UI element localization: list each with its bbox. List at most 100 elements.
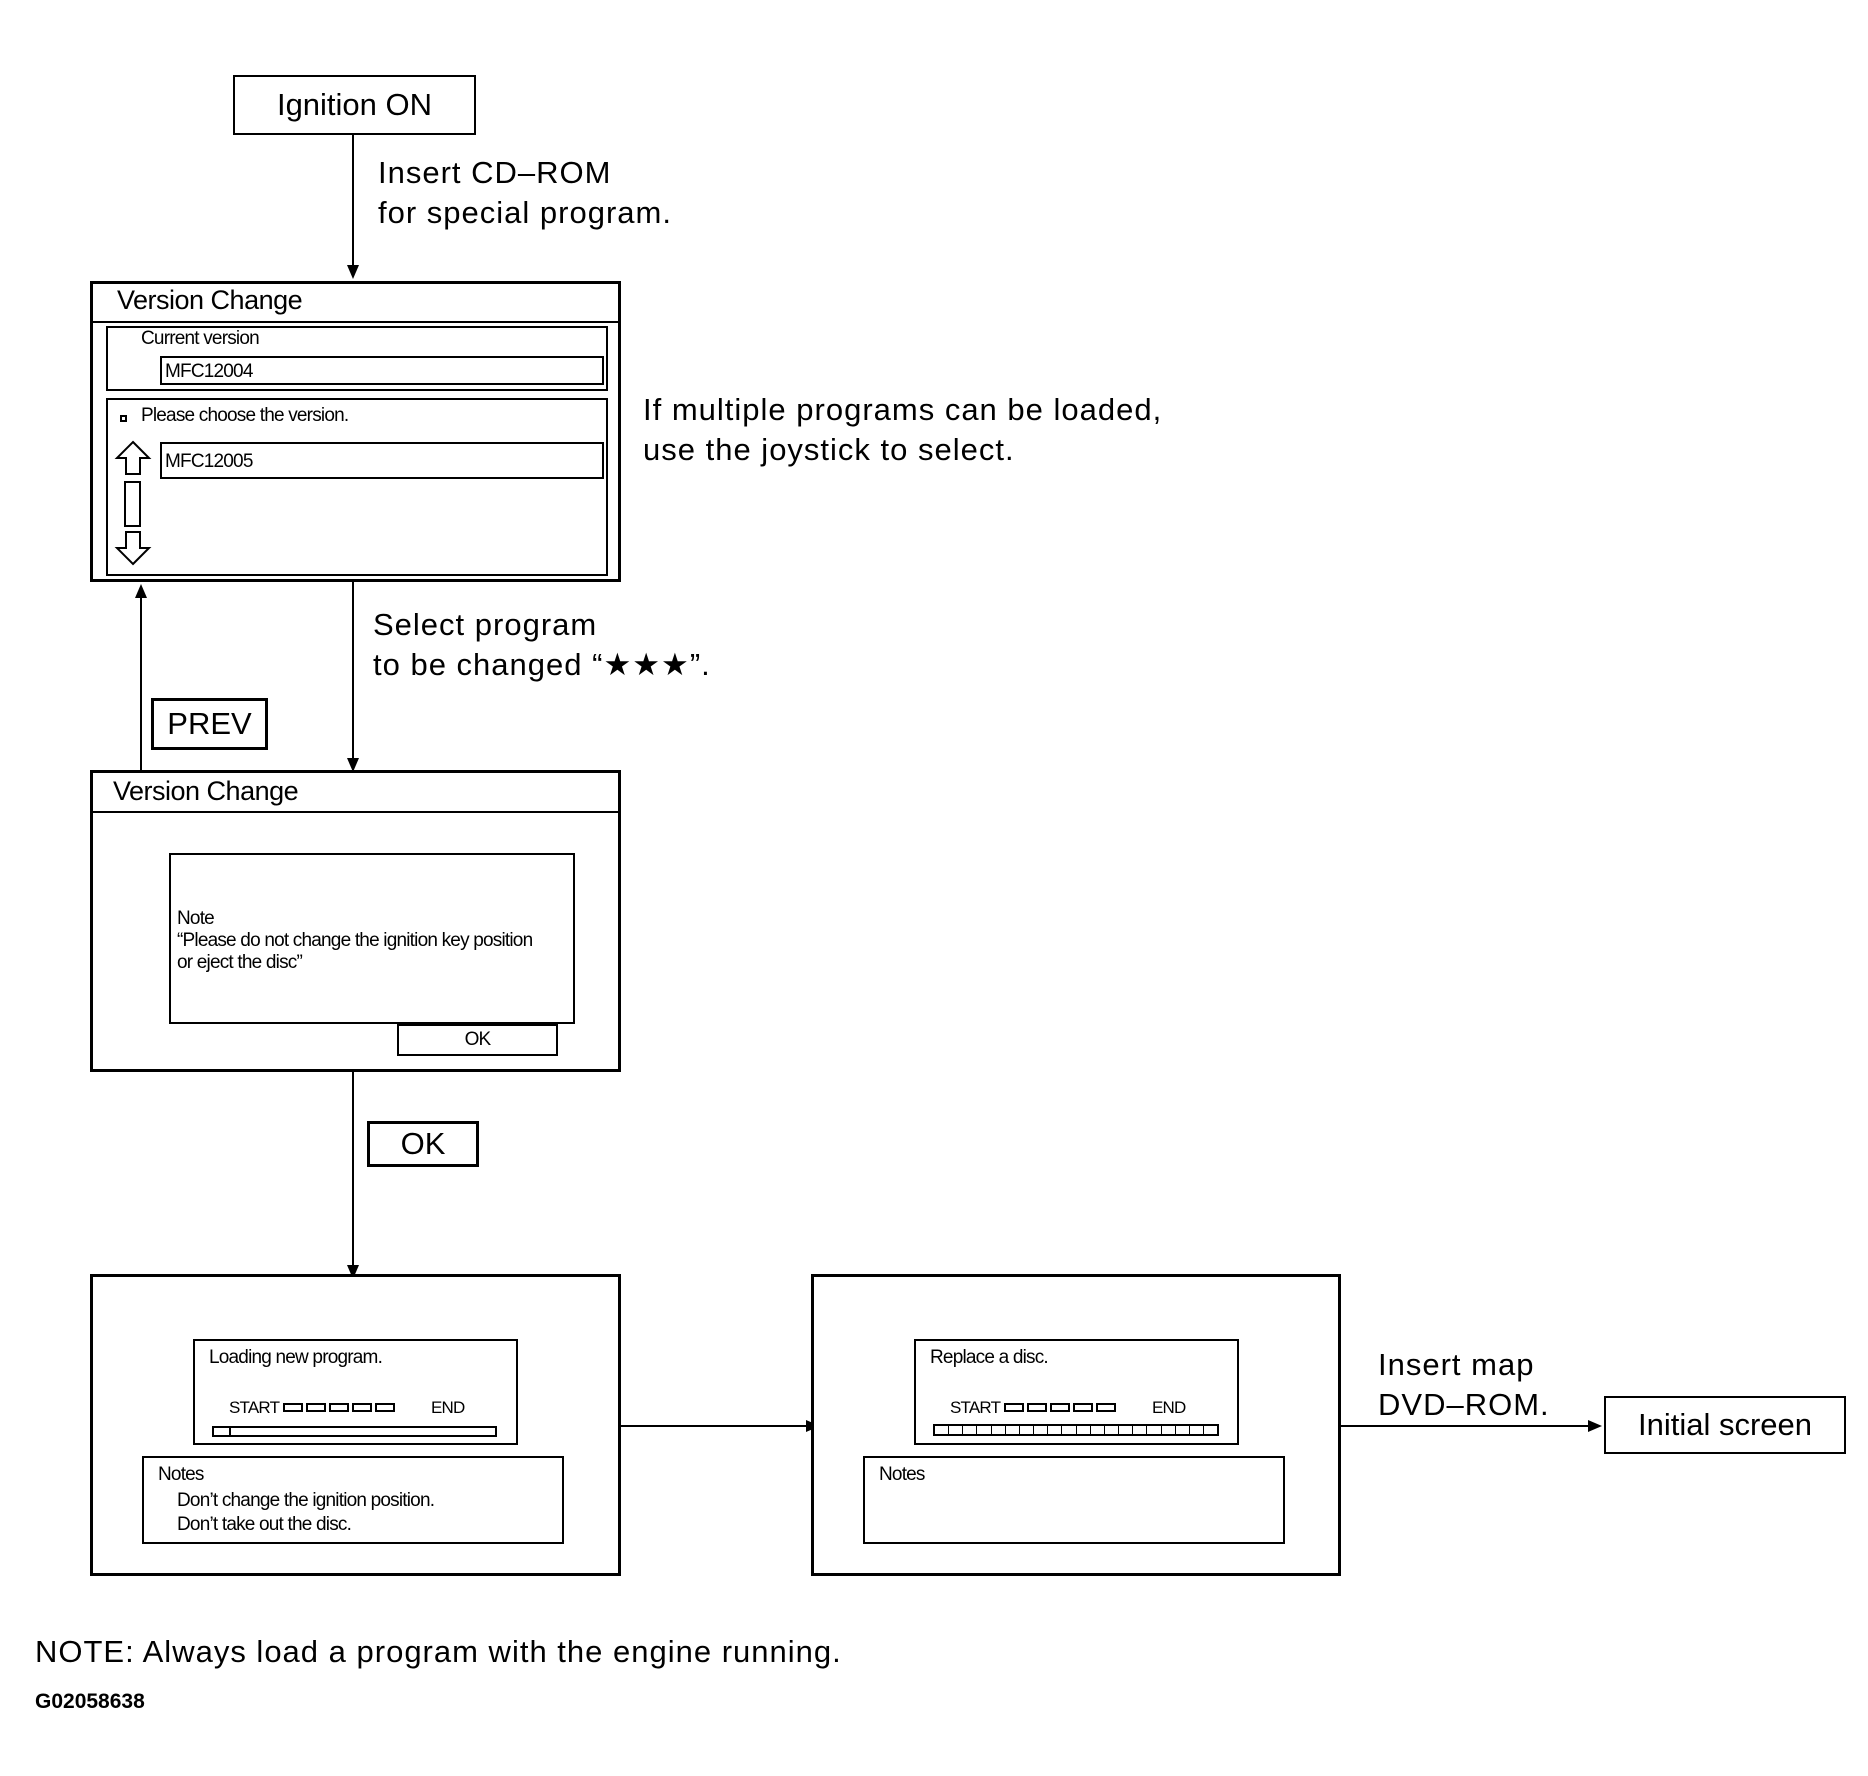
note-dialog-title: Note	[177, 908, 215, 929]
replace-notes-panel: Notes	[863, 1456, 1285, 1544]
progress-cell	[1004, 1403, 1024, 1412]
loading-start-label: START	[229, 1398, 280, 1417]
replace-progress-cells	[1004, 1403, 1116, 1412]
initial-screen-label: Initial screen	[1637, 1407, 1813, 1442]
prev-button-label: PREV	[167, 706, 252, 741]
progress-cell	[1096, 1403, 1116, 1412]
side-note-line2: use the joystick to select.	[643, 432, 1015, 467]
loading-note-1: Don’t change the ignition position.	[177, 1490, 435, 1511]
progress-segment	[949, 1426, 964, 1434]
loading-progress-bar	[212, 1426, 497, 1437]
flow-line-5	[1341, 1425, 1590, 1427]
flow-arrow-2	[347, 758, 359, 772]
screen-replace-disc: Replace a disc. START END	[811, 1274, 1341, 1576]
progress-segment	[1077, 1426, 1091, 1434]
progress-segment	[1147, 1426, 1162, 1434]
progress-segment	[1062, 1426, 1077, 1434]
note-ok-label: OK	[464, 1029, 492, 1050]
footer-note: NOTE: Always load a program with the eng…	[35, 1634, 842, 1669]
note-dialog: Note “Please do not change the ignition …	[169, 853, 575, 1024]
progress-segment	[1020, 1426, 1035, 1434]
note-dialog-text: Note “Please do not change the ignition …	[177, 908, 533, 974]
progress-segment	[1133, 1426, 1148, 1434]
step2-note-line2: to be changed “★★★”.	[373, 647, 711, 682]
version-option-field[interactable]: MFC12005	[160, 442, 604, 479]
loading-progress-cells	[283, 1403, 395, 1412]
screen1-title: Version Change	[117, 285, 303, 315]
loading-end-label: END	[431, 1398, 465, 1417]
progress-segment	[1176, 1426, 1190, 1434]
note-dialog-line2: or eject the disc”	[177, 952, 303, 973]
step3-note-line1: Insert map	[1378, 1347, 1535, 1382]
progress-cell	[1050, 1403, 1070, 1412]
prev-button[interactable]: PREV	[151, 698, 268, 750]
scrollbar-track[interactable]	[124, 481, 141, 527]
step3-note-line2: DVD–ROM.	[1378, 1387, 1550, 1422]
progress-cell	[329, 1403, 349, 1412]
loading-notes-panel: Notes Don’t change the ignition position…	[142, 1456, 564, 1544]
flow-line-3	[352, 1072, 354, 1265]
scroll-up-icon[interactable]	[114, 440, 152, 481]
replace-notes-title: Notes	[879, 1464, 925, 1485]
screen-loading: Loading new program. START END Notes Don…	[90, 1274, 621, 1576]
loading-progress-fill	[229, 1428, 231, 1435]
flow-line-1	[352, 135, 354, 265]
current-version-value: MFC12004	[165, 361, 253, 382]
progress-cell	[1073, 1403, 1093, 1412]
progress-segment	[1105, 1426, 1120, 1434]
progress-segment	[977, 1426, 992, 1434]
progress-segment	[963, 1426, 978, 1434]
progress-segment	[1190, 1426, 1204, 1434]
flow-line-2	[352, 582, 354, 758]
replace-panel: Replace a disc. START END	[914, 1339, 1239, 1445]
progress-segment	[935, 1426, 950, 1434]
current-version-label: Current version	[141, 328, 260, 349]
step2-note: Select program to be changed “★★★”.	[373, 605, 711, 685]
progress-cell	[283, 1403, 303, 1412]
progress-segment	[1204, 1426, 1217, 1434]
step1-note-line1: Insert CD–ROM	[378, 155, 612, 190]
side-note: If multiple programs can be loaded, use …	[643, 390, 1162, 470]
loading-status: Loading new program.	[209, 1347, 383, 1368]
choose-version-panel: Please choose the version. MFC12005	[106, 398, 608, 576]
note-ok-button[interactable]: OK	[397, 1024, 558, 1056]
step1-note-line2: for special program.	[378, 195, 672, 230]
step3-note: Insert map DVD–ROM.	[1378, 1345, 1550, 1425]
figure-code: G02058638	[35, 1690, 145, 1713]
flow-line-4	[621, 1425, 808, 1427]
progress-segment	[1034, 1426, 1049, 1434]
progress-segment	[1119, 1426, 1134, 1434]
ok-button[interactable]: OK	[367, 1121, 479, 1167]
progress-cell	[1027, 1403, 1047, 1412]
screen-version-select: Version Change Current version MFC12004 …	[90, 281, 621, 582]
loading-panel: Loading new program. START END	[193, 1339, 518, 1445]
progress-cell	[375, 1403, 395, 1412]
loading-notes-title: Notes	[158, 1464, 204, 1485]
progress-cell	[306, 1403, 326, 1412]
replace-progress-bar	[933, 1424, 1219, 1436]
replace-end-label: END	[1152, 1398, 1186, 1417]
note-dialog-line1: “Please do not change the ignition key p…	[177, 930, 533, 951]
progress-segment	[1006, 1426, 1020, 1434]
replace-start-label: START	[950, 1398, 1001, 1417]
current-version-field: MFC12004	[160, 356, 604, 385]
side-note-line1: If multiple programs can be loaded,	[643, 392, 1163, 427]
flow-arrow-1	[347, 265, 359, 279]
progress-segment	[1048, 1426, 1063, 1434]
ignition-on-label: Ignition ON	[276, 87, 433, 122]
screen1-title-divider	[93, 321, 619, 323]
step1-note: Insert CD–ROM for special program.	[378, 153, 672, 233]
prev-return-line	[140, 597, 142, 770]
flow-arrow-5	[1588, 1420, 1602, 1432]
screen2-title: Version Change	[113, 776, 299, 806]
bullet-icon	[120, 415, 127, 422]
ok-button-label: OK	[400, 1126, 446, 1161]
prev-return-arrow	[135, 584, 147, 598]
progress-segment	[1091, 1426, 1105, 1434]
choose-version-label: Please choose the version.	[141, 405, 349, 426]
scroll-down-icon[interactable]	[114, 530, 152, 571]
step2-note-line1: Select program	[373, 607, 598, 642]
ignition-on-box: Ignition ON	[233, 75, 476, 135]
progress-segment	[992, 1426, 1006, 1434]
current-version-panel: Current version MFC12004	[106, 326, 608, 391]
